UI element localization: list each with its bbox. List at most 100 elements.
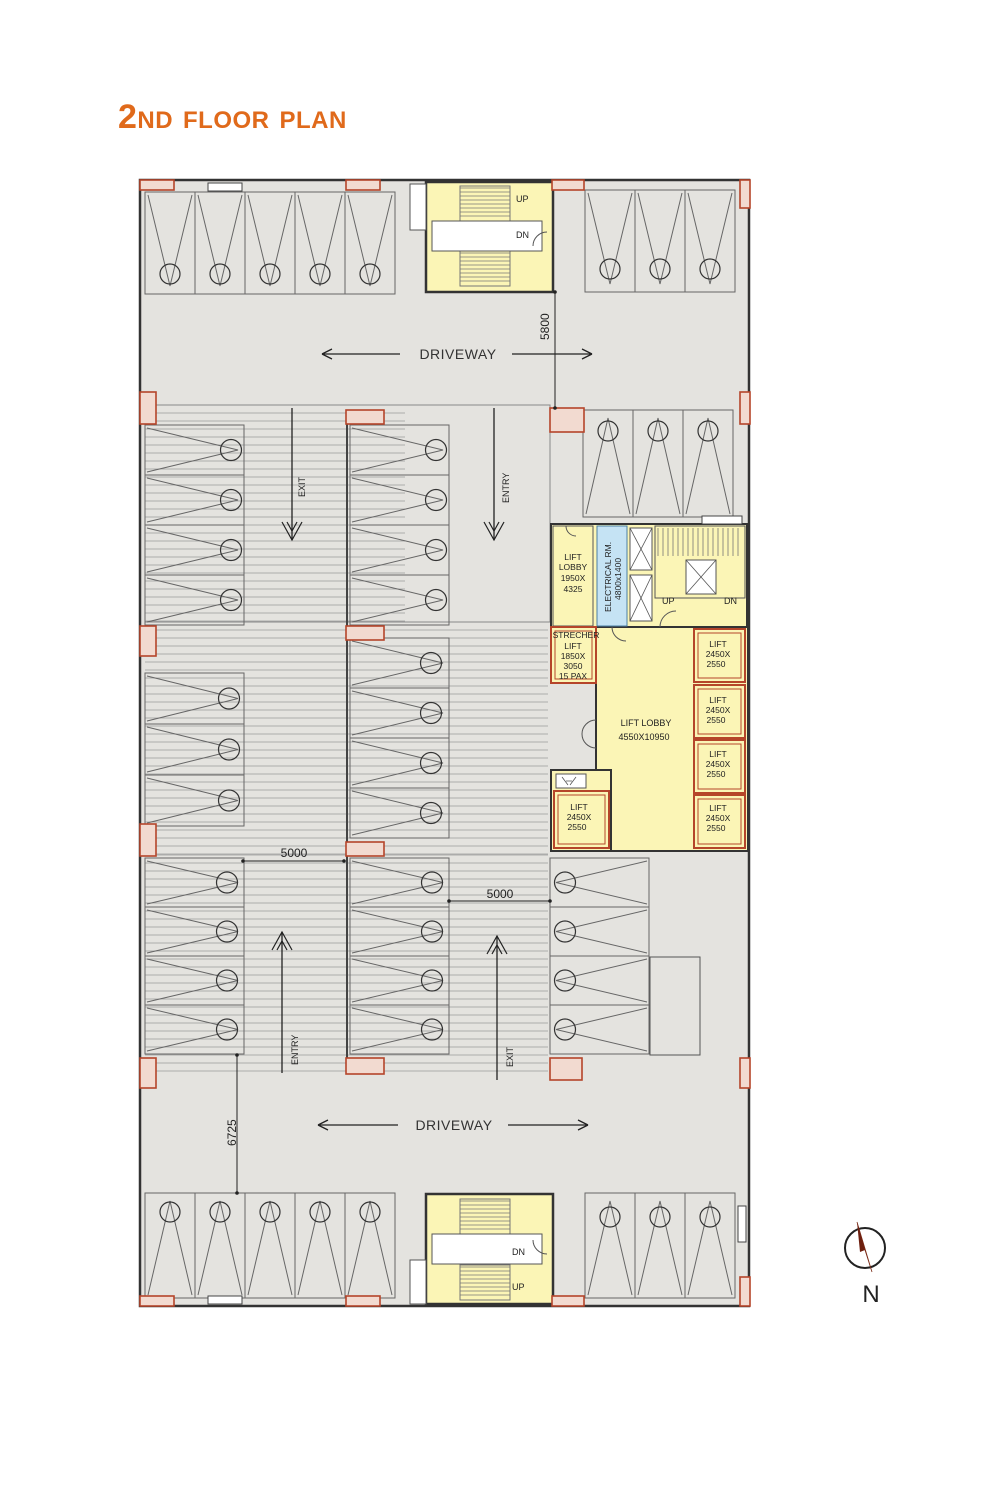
parking-wheel-mark — [419, 751, 443, 775]
vent-bottom — [207, 1295, 243, 1305]
stair-bottom-up-label: UP — [512, 1282, 525, 1292]
exit-top-label: EXIT — [297, 476, 307, 497]
parking-bay-marking — [351, 477, 444, 523]
dim-6725-tick-bottom — [235, 1191, 239, 1195]
stretcher-lift-line-4: 3050 — [564, 661, 583, 671]
parking-bay-marking — [587, 192, 633, 285]
parking-bay — [194, 191, 246, 295]
stretcher-lift-line-1: STRECHER — [553, 630, 600, 640]
structural-column — [345, 625, 385, 641]
lift-2-line-2: 2450X — [706, 705, 731, 715]
vent-top — [207, 182, 243, 192]
lift-5-line-1: LIFT — [570, 802, 587, 812]
stretcher-lift-line-5: 15 PAX — [559, 671, 588, 681]
structural-column — [739, 1057, 751, 1089]
parking-wheel-mark — [209, 263, 231, 285]
lift-2-inner — [697, 688, 742, 735]
parking-bay — [582, 409, 634, 518]
structural-column — [139, 1057, 157, 1089]
parking-bay-marking — [351, 690, 444, 736]
parking-bay-marking — [146, 675, 239, 722]
parking-wheel-mark — [359, 263, 381, 285]
parking-bay-marking — [637, 192, 683, 285]
parking-wheel-mark — [424, 588, 448, 612]
parking-wheel-mark — [699, 258, 721, 280]
parking-bay-marking — [555, 1007, 648, 1052]
stair-top-dn-label: DN — [516, 230, 529, 240]
parking-bay — [634, 1192, 686, 1299]
parking-wheel-mark — [209, 1201, 231, 1223]
parking-bay — [684, 1192, 736, 1299]
structural-column — [551, 179, 585, 191]
core-stair-up-label: UP — [662, 596, 675, 606]
parking-bay — [349, 574, 450, 626]
lift-lobby-main-label: LIFT LOBBY — [621, 718, 672, 728]
lift-2: LIFT 2450X 2550 — [693, 684, 746, 739]
structural-column — [345, 179, 381, 191]
lift-4-line-3: 2550 — [707, 823, 726, 833]
parking-wheel-mark — [215, 969, 239, 992]
entry-top-arrowhead — [483, 521, 505, 542]
lift-1-box — [693, 628, 746, 683]
parking-bay-marking — [146, 527, 239, 573]
parking-bay-marking — [687, 192, 733, 285]
lift-5: LIFT 2450X 2550 — [553, 790, 610, 849]
parking-wheel-mark — [699, 1206, 721, 1228]
parking-wheel-mark — [420, 871, 444, 894]
dim-5000-left-tick-b — [342, 859, 346, 863]
structural-column — [739, 391, 751, 425]
parking-wheel-mark — [159, 1201, 181, 1223]
lift-2-line-3: 2550 — [707, 715, 726, 725]
parking-bay-marking — [685, 417, 731, 515]
parking-bay-marking — [637, 1200, 683, 1296]
structural-column — [549, 1057, 583, 1081]
parking-bay — [682, 409, 734, 518]
driveway-top: DRIVEWAY — [321, 346, 593, 362]
parking-bay — [244, 191, 296, 295]
entry-bottom-label: ENTRY — [290, 1035, 300, 1065]
parking-bay-marking — [197, 1200, 243, 1296]
parking-bay-marking — [351, 527, 444, 573]
parking-bay — [144, 191, 196, 295]
stair-top-door — [532, 231, 548, 247]
electrical-room — [596, 525, 628, 627]
parking-bay-marking — [146, 777, 239, 824]
driveway-bottom: DRIVEWAY — [317, 1117, 589, 1133]
lift-3-box — [693, 739, 746, 794]
parking-bay — [194, 1192, 246, 1299]
parking-bay-marking — [351, 790, 444, 836]
dimension-5000-left: 5000 — [241, 846, 346, 863]
parking-wheel-mark — [309, 1201, 331, 1223]
lift-3-inner — [697, 743, 742, 790]
dim-6725-label: 6725 — [225, 1119, 239, 1146]
columns-layer — [139, 179, 751, 1307]
dim-5800-tick-top — [553, 290, 557, 294]
structural-column — [551, 1295, 585, 1307]
structural-column — [139, 391, 157, 425]
parking-bay-marking — [351, 427, 444, 473]
parking-wheel-mark — [599, 258, 621, 280]
dim-5000-left-label: 5000 — [281, 846, 308, 860]
lift-3-line-1: LIFT — [709, 749, 726, 759]
parking-wheel-mark — [359, 1201, 381, 1223]
core-door-2 — [611, 626, 627, 642]
dim-5800-label: 5800 — [538, 313, 552, 340]
parking-bay — [549, 1004, 650, 1055]
parking-bay — [294, 1192, 346, 1299]
lift-1-line-3: 2550 — [707, 659, 726, 669]
structural-column — [345, 409, 385, 425]
dimension-5800: 5800 — [538, 290, 557, 410]
parking-wheel-mark — [424, 538, 448, 562]
stair-bottom-steps — [460, 1200, 510, 1296]
dim-5000-right-label: 5000 — [487, 887, 514, 901]
parking-wheel-mark — [647, 420, 669, 442]
parking-wheel-mark — [219, 538, 243, 562]
parking-bay-marking — [146, 577, 239, 623]
small-lift-lobby-line-4: 4325 — [564, 584, 583, 594]
lift-3-line-2: 2450X — [706, 759, 731, 769]
ramp-exit-top: EXIT — [281, 408, 307, 542]
stair-top-side — [409, 183, 427, 231]
stretcher-lift — [550, 626, 597, 684]
parking-wheel-mark — [215, 1018, 239, 1041]
parking-wheel-mark — [215, 920, 239, 943]
